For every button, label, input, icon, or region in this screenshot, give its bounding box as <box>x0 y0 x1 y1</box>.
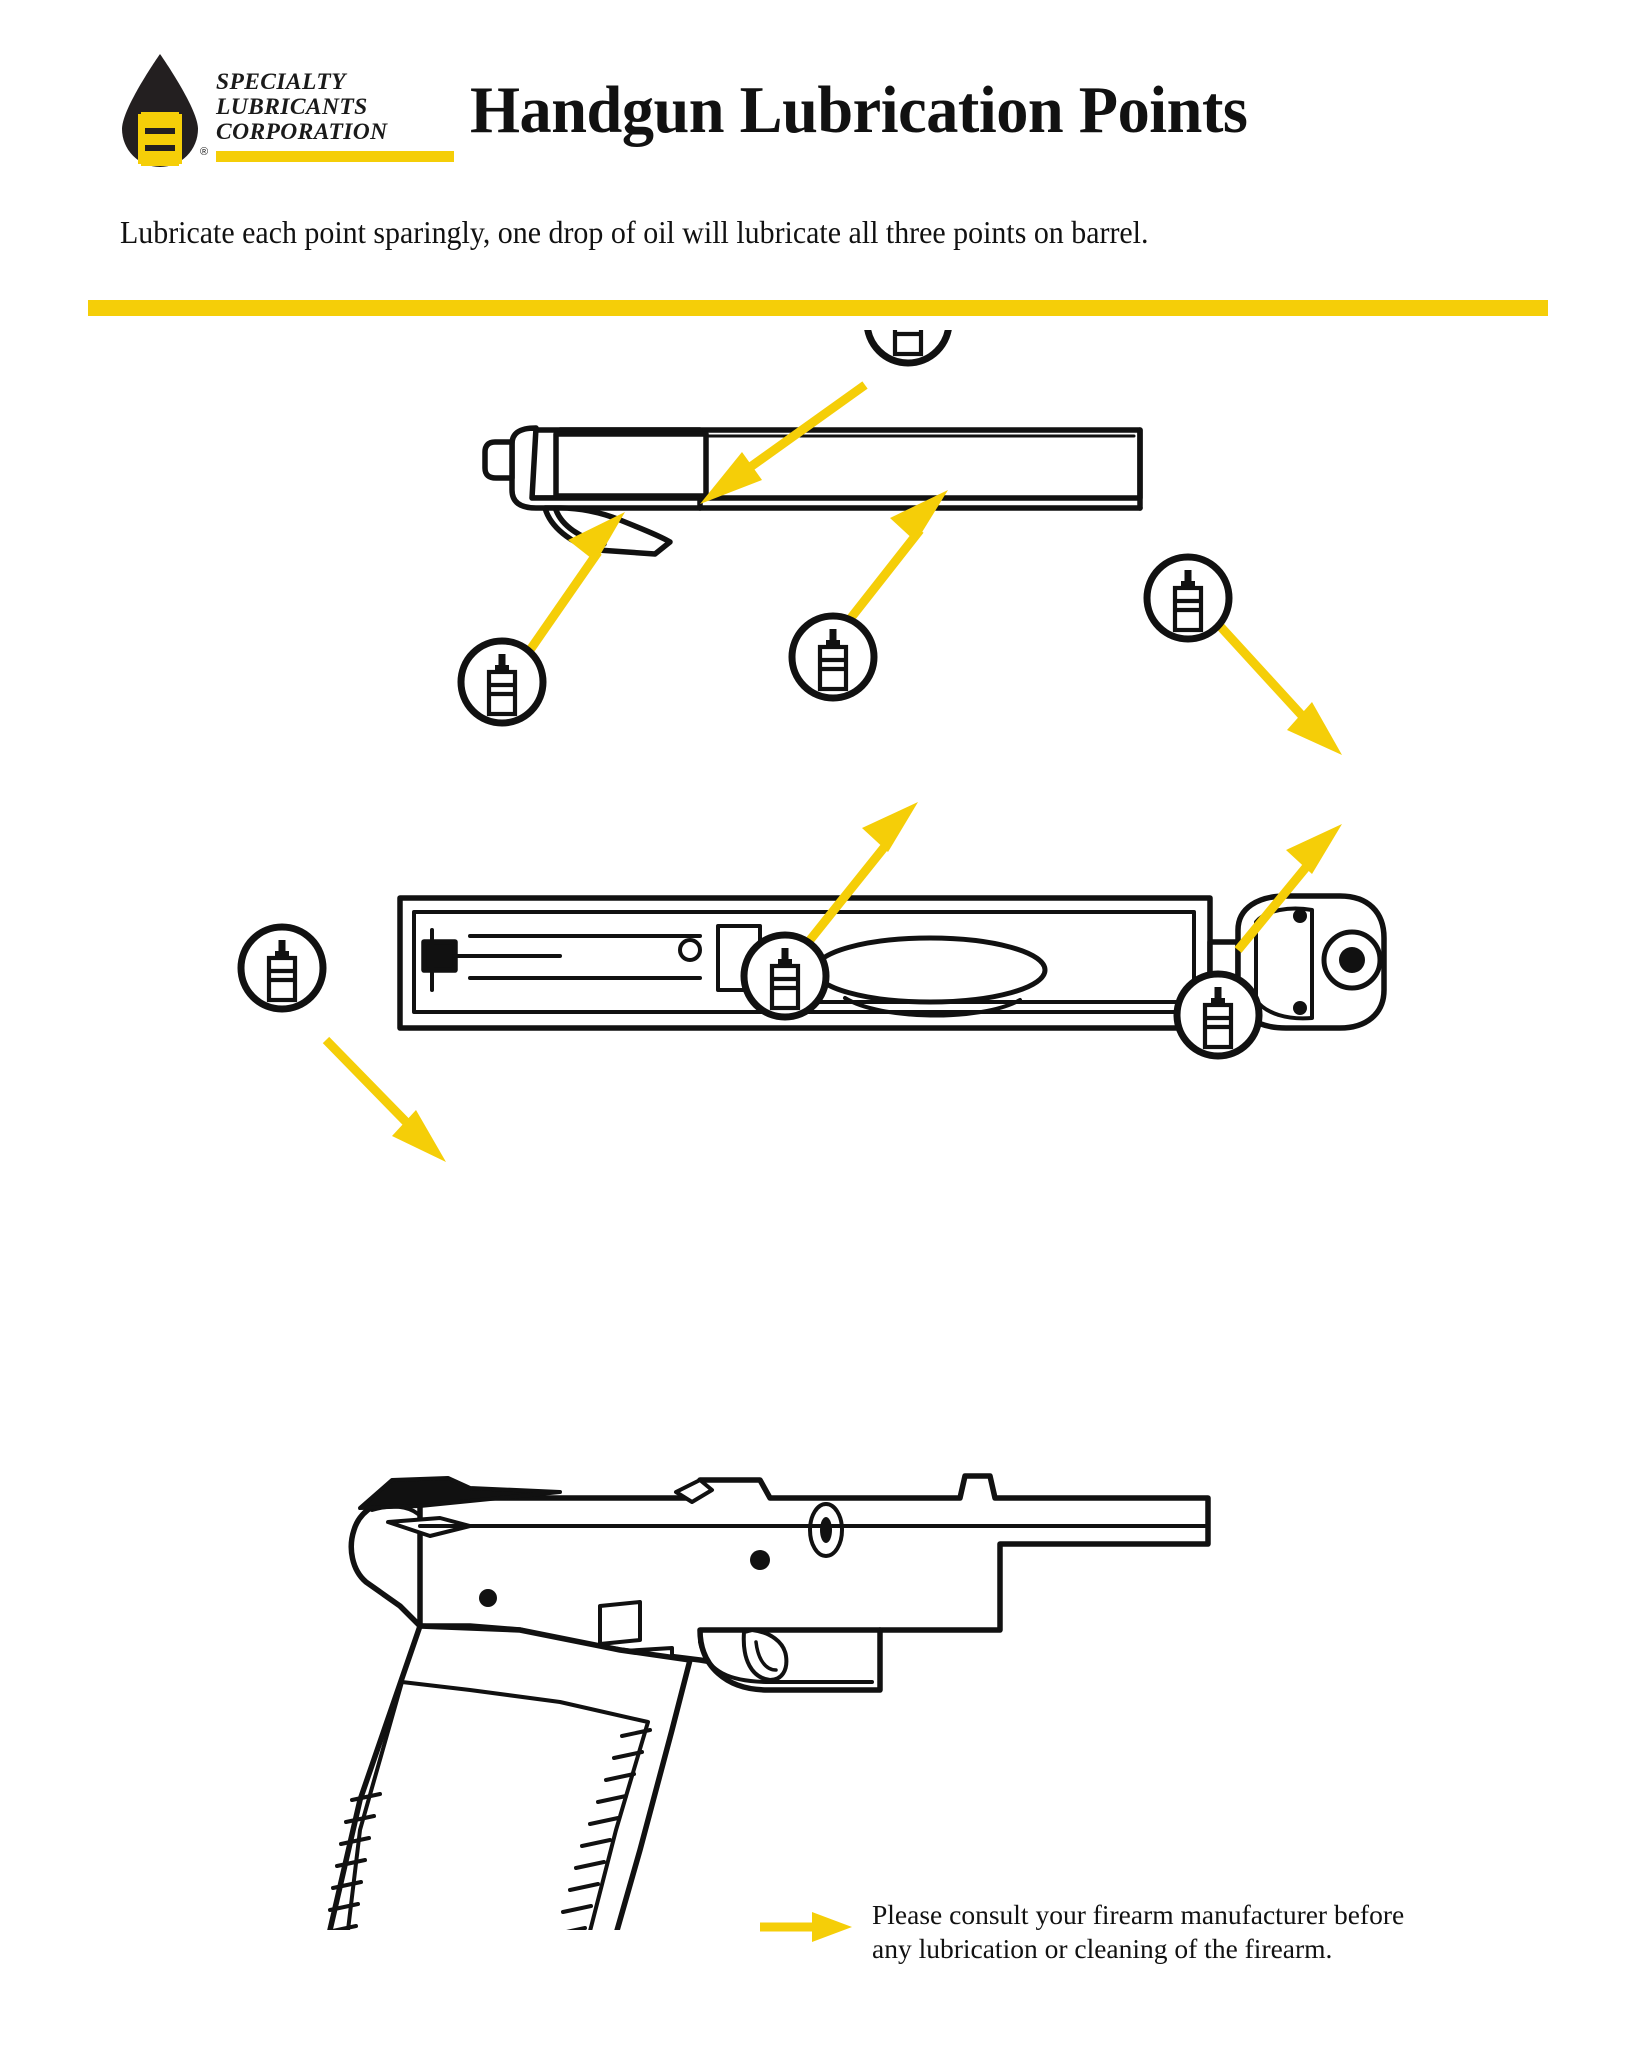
lube-point-1 <box>864 330 952 367</box>
lube-point-2 <box>1143 553 1233 643</box>
lube-point-4 <box>457 637 547 727</box>
lube-point-6 <box>1173 970 1263 1060</box>
page-title: Handgun Lubrication Points <box>470 73 1248 147</box>
part-slide <box>482 425 1143 557</box>
part-frame <box>327 1473 1211 1930</box>
lube-point-5 <box>740 931 830 1021</box>
page-subtitle: Lubricate each point sparingly, one drop… <box>120 215 1149 250</box>
footer-note-text: Please consult your firearm manufacturer… <box>872 1898 1562 1966</box>
arrow-to-slide-rear <box>700 381 868 504</box>
logo-line-1: SPECIALTY <box>216 69 346 95</box>
arrow-to-barrel-hood <box>806 802 918 943</box>
lube-point-3 <box>788 612 878 702</box>
arrow-to-locking-block-lower <box>1234 824 1342 953</box>
logo-line-2: LUBRICANTS <box>216 94 368 120</box>
arrow-to-frame-rails <box>322 1036 446 1162</box>
company-logo: SPECIALTY LUBRICANTS CORPORATION ® <box>112 50 457 168</box>
logo-line-3: CORPORATION <box>216 119 388 145</box>
arrow-right-icon <box>760 1910 856 1944</box>
footer-note: Please consult your firearm manufacturer… <box>760 1898 1560 1988</box>
company-logo-text: SPECIALTY LUBRICANTS CORPORATION <box>216 70 456 145</box>
arrow-to-slide-lug <box>526 512 625 653</box>
arrow-to-locking-block <box>1215 621 1342 755</box>
lube-point-7 <box>237 923 327 1013</box>
oil-drop-barrel-logo-icon <box>112 50 208 168</box>
logo-underline-bar <box>216 151 454 162</box>
arrow-to-barrel-face <box>839 490 948 631</box>
footer-note-line-2: any lubrication or cleaning of the firea… <box>872 1933 1333 1964</box>
lubrication-diagram <box>0 330 1638 1930</box>
footer-note-line-1: Please consult your firearm manufacturer… <box>872 1899 1405 1930</box>
lube-arrows <box>322 381 1342 1162</box>
poster-header: SPECIALTY LUBRICANTS CORPORATION ® Handg… <box>0 0 1638 316</box>
registered-trademark-mark: ® <box>200 146 209 158</box>
header-divider-bar <box>88 300 1548 316</box>
lube-point-markers <box>237 330 1263 1060</box>
